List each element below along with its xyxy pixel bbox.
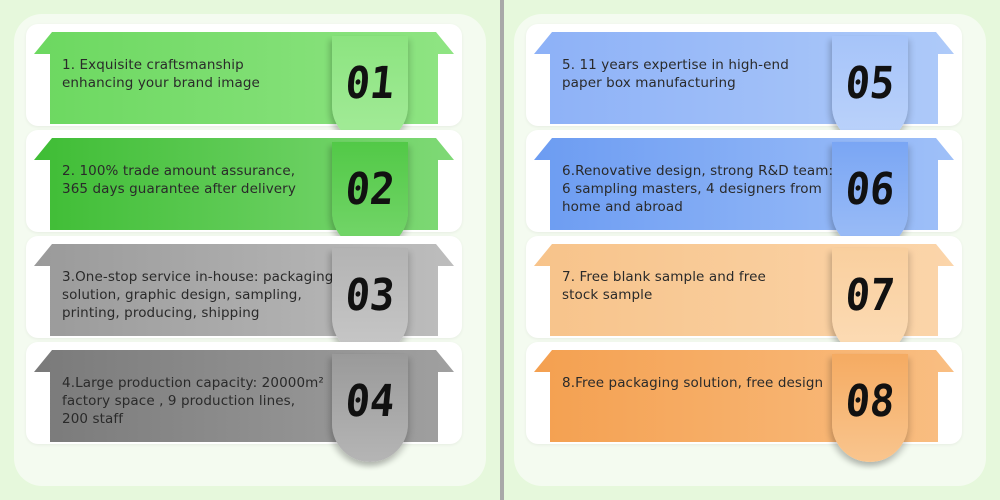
feature-item-01: 1. Exquisite craftsmanship enhancing you…: [26, 24, 462, 144]
feature-text: 4.Large production capacity: 20000m² fac…: [62, 375, 324, 427]
number-badge: 02: [332, 142, 408, 250]
badge-number: 02: [343, 164, 397, 215]
number-badge: 01: [332, 36, 408, 144]
feature-item-08: 8.Free packaging solution, free design 0…: [526, 342, 962, 462]
feature-item-07: 7. Free blank sample and free stock samp…: [526, 236, 962, 356]
feature-text: 1. Exquisite craftsmanship enhancing you…: [62, 57, 260, 91]
badge-number: 08: [843, 376, 897, 427]
feature-text: 5. 11 years expertise in high-end paper …: [562, 57, 789, 91]
badge-number: 06: [843, 164, 897, 215]
feature-item-04: 4.Large production capacity: 20000m² fac…: [26, 342, 462, 462]
feature-text: 3.One-stop service in-house: packaging s…: [62, 269, 334, 321]
number-badge: 04: [332, 354, 408, 462]
badge-number: 03: [343, 270, 397, 321]
feature-item-06: 6.Renovative design, strong R&D team: 6 …: [526, 130, 962, 250]
center-divider: [500, 0, 504, 500]
feature-text: 2. 100% trade amount assurance, 365 days…: [62, 163, 296, 197]
feature-text: 7. Free blank sample and free stock samp…: [562, 269, 766, 303]
badge-number: 04: [343, 376, 397, 427]
feature-text: 8.Free packaging solution, free design: [562, 375, 824, 391]
number-badge: 06: [832, 142, 908, 250]
number-badge: 03: [332, 248, 408, 356]
badge-number: 05: [843, 58, 897, 109]
badge-number: 01: [343, 58, 397, 109]
feature-item-02: 2. 100% trade amount assurance, 365 days…: [26, 130, 462, 250]
badge-number: 07: [843, 270, 897, 321]
feature-item-05: 5. 11 years expertise in high-end paper …: [526, 24, 962, 144]
feature-item-03: 3.One-stop service in-house: packaging s…: [26, 236, 462, 356]
feature-text: 6.Renovative design, strong R&D team: 6 …: [562, 163, 834, 215]
number-badge: 08: [832, 354, 908, 462]
number-badge: 07: [832, 248, 908, 356]
number-badge: 05: [832, 36, 908, 144]
